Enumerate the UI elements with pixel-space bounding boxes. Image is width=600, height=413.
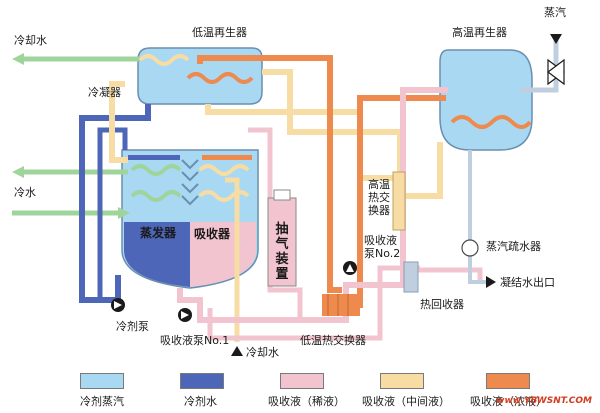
label-high-temp-generator: 高温再生器 [452, 26, 507, 39]
eliminator [181, 159, 199, 206]
absorbent-pump-2-arrow [346, 264, 354, 272]
high-temp-generator-shell [439, 49, 533, 151]
dilute-line-a [177, 87, 448, 323]
label-heat-recovery: 热回收器 [420, 298, 464, 311]
legend-label-concentrated: 吸收液（浓液） [470, 395, 547, 408]
watermark: www.YBWSNT.COM [496, 396, 592, 406]
label-absorbent-pump-2: 吸收液泵No.2 [364, 234, 401, 260]
label-high-temp-hx: 高温热交换器 [368, 178, 390, 217]
label-condensate-out: 凝结水出口 [500, 276, 555, 289]
label-low-temp-generator: 低温再生器 [192, 26, 247, 39]
label-steam-trap: 蒸汽疏水器 [486, 240, 541, 253]
evaporator-pool [124, 222, 190, 287]
absorber-coil [198, 164, 250, 202]
steam-trap-icon [461, 239, 479, 257]
dilute-line-c [248, 127, 303, 320]
label-chilled-water: 冷水 [14, 186, 36, 199]
condensate-out-arrow [486, 276, 496, 288]
refrigerant-water-loop [79, 104, 151, 303]
label-absorbent-pump-1: 吸收液泵No.1 [160, 334, 230, 347]
label-steam: 蒸汽 [544, 6, 566, 19]
purge-device-top [273, 189, 291, 201]
legend-label-vapor: 冷剂蒸汽 [80, 395, 124, 408]
label-refrigerant-pump: 冷剂泵 [116, 320, 149, 333]
steam-line [520, 40, 559, 93]
chilled-water-in-arrow [118, 207, 130, 219]
legend-swatch-intermediate [380, 373, 424, 389]
condenser-coil [138, 54, 190, 66]
cooling-water-out-arrow [12, 53, 24, 65]
cooling-water-in-line [225, 177, 240, 342]
legend: 冷剂蒸汽 冷剂水 吸收液（稀液） 吸收液（中间液） 吸收液（浓液） [0, 370, 600, 409]
label-condenser: 冷凝器 [88, 86, 121, 99]
legend-swatch-dilute [280, 373, 324, 389]
intermediate-line-b [109, 81, 128, 163]
condensate-line [468, 256, 486, 284]
label-cooling-water-in: 冷却水 [246, 346, 279, 359]
dilute-line-b [207, 265, 420, 341]
legend-swatch-concentrated [486, 373, 530, 389]
heat-recovery-body [403, 261, 419, 293]
legend-swatch-refrigerant-water [180, 373, 224, 389]
absorber-spray-header [202, 155, 252, 160]
low-temp-hx-body [322, 294, 360, 316]
refrigerant-pump-arrow [114, 301, 122, 309]
absorbent-pump-1-arrow [181, 311, 189, 319]
legend-label-intermediate: 吸收液（中间液） [362, 395, 450, 408]
legend-label-dilute: 吸收液（稀液） [268, 395, 345, 408]
legend-label-refrigerant-water: 冷剂水 [184, 395, 217, 408]
steam-in-arrow [550, 34, 562, 44]
label-evaporator: 蒸发器 [140, 226, 177, 240]
cooling-water-in-arrow [231, 346, 243, 356]
label-low-temp-hx: 低温热交换器 [300, 334, 366, 347]
chilled-water-out-arrow [12, 166, 24, 178]
high-temp-generator-coil [450, 115, 532, 129]
steam-valve-icon-b [547, 58, 565, 86]
label-absorber: 吸收器 [194, 227, 231, 241]
evaporator-spray-header [128, 155, 180, 160]
evaporator-coil [130, 164, 182, 202]
high-temp-hx-body [392, 171, 406, 231]
low-temp-generator-coil [186, 72, 254, 84]
legend-swatch-vapor [80, 373, 124, 389]
heat-recovery-line [412, 267, 483, 282]
label-cooling-water-out: 冷却水 [14, 34, 47, 47]
concentrated-line-a [197, 55, 342, 293]
label-purge-device: 抽气装置 [275, 222, 289, 282]
